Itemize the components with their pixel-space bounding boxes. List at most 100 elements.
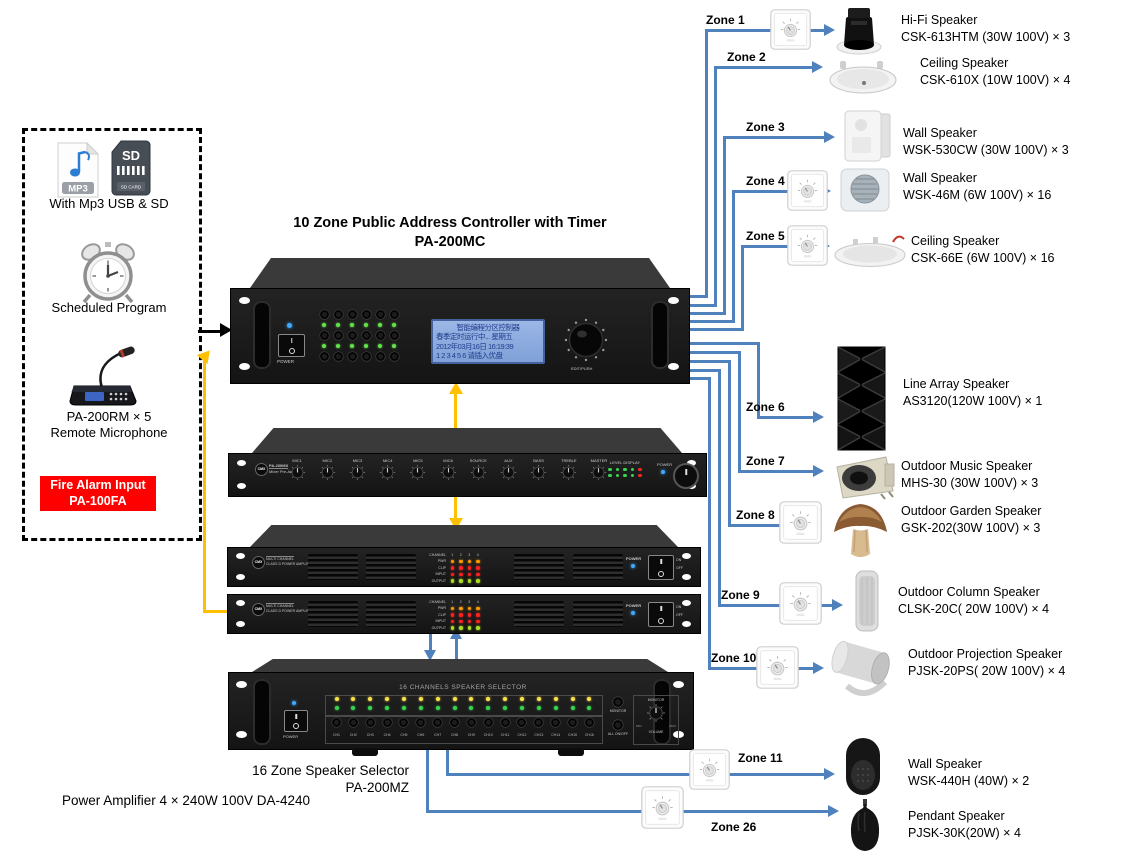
zone-button-grid	[319, 309, 400, 365]
zone-status-led	[322, 344, 326, 348]
channel-button-icon	[331, 717, 342, 728]
wire-zone3-exit	[690, 312, 726, 315]
amp-led	[459, 566, 463, 570]
zone5-desc-line2: CSK-66E (6W 100V) × 16	[911, 251, 1055, 265]
zone-led	[519, 706, 524, 710]
amp-switch-on-label: ON	[676, 605, 682, 609]
mixer-knob-label: MIC4	[382, 458, 393, 463]
rack-hole	[236, 681, 247, 688]
zone-led	[368, 706, 373, 710]
zone2-desc-line1: Ceiling Speaker	[920, 56, 1009, 70]
monitor-led	[519, 697, 524, 701]
selector-foot	[558, 748, 584, 756]
rack-hole	[668, 297, 679, 304]
wire-zone5-run	[741, 245, 821, 248]
zone4-desc-line2: WSK-46M (6W 100V) × 16	[903, 188, 1052, 202]
wire-zone9-run	[718, 604, 834, 607]
zone-status-led	[336, 344, 340, 348]
amp-led	[450, 619, 454, 623]
amp-led	[476, 619, 480, 623]
line-array-speaker-image	[837, 346, 886, 451]
zone-button-icon	[319, 309, 330, 320]
channel-label: CH14	[551, 733, 561, 737]
zone-button-icon	[347, 330, 358, 341]
selector-channel-ch2: CH2	[346, 697, 361, 737]
zone-button-icon	[361, 309, 372, 320]
wire-zone8-run	[728, 524, 813, 527]
knob-icon	[409, 464, 426, 481]
mixer-knob-source: SOURCE	[463, 458, 493, 486]
mic-caption-line1: PA-200RM × 5	[66, 409, 152, 424]
zone9-desc-line1: Outdoor Column Speaker	[898, 585, 1040, 599]
monitor-led	[570, 697, 575, 701]
selector-top-panel	[252, 659, 668, 672]
channel-label: CH2	[349, 733, 357, 737]
amp-switch-on-label: ON	[676, 558, 682, 562]
mixer-knob-treble: TREBLE	[554, 458, 584, 486]
mp3-caption: With Mp3 USB & SD	[49, 196, 169, 211]
amp-led	[476, 626, 480, 630]
level-led-row	[596, 467, 654, 471]
mixer-knob-label: MIC1	[292, 458, 302, 463]
zone-status-led	[336, 323, 340, 327]
mixer-subtitle: Mixer Pre-Amp	[269, 469, 296, 474]
zone-status-led	[378, 344, 382, 348]
selector-caption-line2: PA-200MZ	[345, 780, 409, 795]
wire-zone2-run	[714, 66, 814, 69]
selector-button-frame	[325, 716, 603, 744]
wire-zone4-run	[732, 190, 822, 193]
channel-label: CH13	[534, 733, 544, 737]
sd-card-pins	[117, 166, 145, 175]
zone11-desc-line2: WSK-440H (40W) × 2	[908, 774, 1030, 788]
knob-icon	[500, 464, 517, 481]
wire-zone2-riser	[714, 66, 717, 307]
mixer-knob-master: MASTER	[584, 458, 614, 486]
all-onoff-button: ALL ON/OFF	[605, 719, 631, 736]
arrow-zone1	[824, 24, 835, 36]
zone-led	[334, 706, 339, 710]
monitor-led	[385, 697, 390, 701]
zone-led	[401, 706, 406, 710]
zone7-desc-line2: MHS-30 (30W 100V) × 3	[901, 476, 1039, 490]
monitor-led	[536, 697, 541, 701]
mixer-brand-logo: CMX	[255, 463, 268, 476]
vent-grille	[308, 554, 358, 580]
ceiling-speaker-image-zone2	[829, 61, 897, 94]
monitor-button: MONITOR	[605, 696, 631, 713]
channel-button-icon	[398, 717, 409, 728]
zone11-desc-line1: Wall Speaker	[908, 757, 982, 771]
zone-button-icon	[333, 351, 344, 362]
zone-label-1: Zone 1	[706, 13, 745, 27]
zone2-desc-line2: CSK-610X (10W 100V) × 4	[920, 73, 1071, 87]
channel-button-icon	[483, 717, 494, 728]
amp-model-line1: MULTI CHANNEL	[266, 556, 294, 561]
rack-hole	[236, 574, 245, 580]
wire-mixer-to-controller	[454, 394, 457, 428]
rack-hole	[673, 681, 684, 688]
amp-channel-label: CHANNEL	[429, 553, 446, 557]
amp-led-row-label: PWR	[437, 606, 446, 611]
monitor-led	[351, 697, 356, 701]
wire-zone7-drop	[738, 351, 741, 473]
amp-led	[459, 613, 463, 617]
channel-button-icon	[550, 717, 561, 728]
diagram-title-line1: 10 Zone Public Address Controller with T…	[293, 215, 607, 231]
input-sources-box	[22, 128, 202, 541]
selector-channel-ch4: CH4	[380, 697, 395, 737]
amp-switch-off-label: OFF	[676, 613, 683, 617]
knob-icon	[470, 464, 487, 481]
zone7-desc-line1: Outdoor Music Speaker	[901, 459, 1033, 473]
zone26-desc-line2: PJSK-30K(20W) × 4	[908, 826, 1021, 840]
volume-control-zone10	[756, 646, 799, 689]
amp-led	[450, 606, 454, 610]
wire-zone6-exit	[690, 342, 760, 345]
mixer-knob-mic5: MIC5	[403, 458, 433, 486]
wire-zone3-run	[723, 136, 826, 139]
zone-led	[385, 706, 390, 710]
monitor-led	[435, 697, 440, 701]
zone3-desc-line2: WSK-530CW (30W 100V) × 3	[903, 143, 1069, 157]
amp1-top-panel	[250, 525, 678, 547]
selector-caption-line1: 16 Zone Speaker Selector	[252, 763, 409, 778]
zone-led	[553, 706, 558, 710]
